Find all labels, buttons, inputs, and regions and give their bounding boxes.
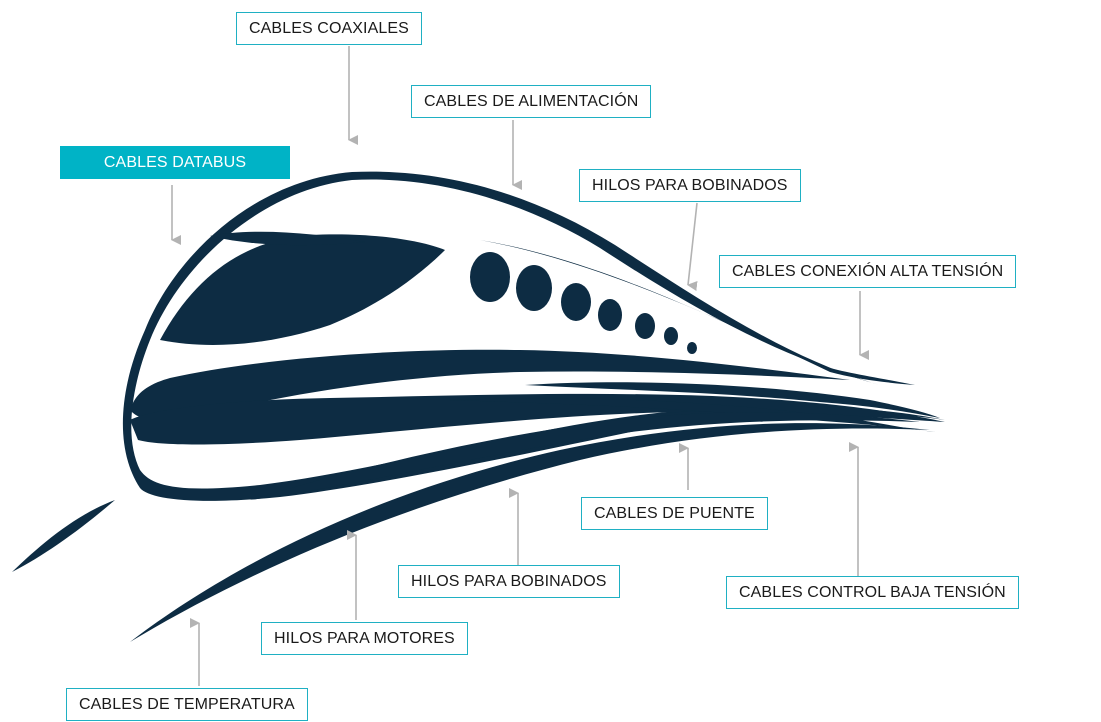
window-2	[516, 265, 552, 311]
window-6	[664, 327, 678, 345]
arrow-bobinados-top	[687, 202, 698, 291]
train-middle-band	[130, 349, 850, 422]
train-top-streak	[210, 231, 365, 246]
window-4	[598, 299, 622, 331]
swoosh-bottom	[130, 423, 930, 642]
swoosh-upper-2	[525, 382, 940, 418]
label-cables-databus[interactable]: CABLES DATABUS	[60, 146, 290, 179]
train-body	[12, 171, 946, 642]
label-cables-puente[interactable]: CABLES DE PUENTE	[581, 497, 768, 530]
label-cables-control-baja[interactable]: CABLES CONTROL BAJA TENSIÓN	[726, 576, 1019, 609]
label-hilos-bobinados-bottom[interactable]: HILOS PARA BOBINADOS	[398, 565, 620, 598]
swoosh-mid	[250, 412, 920, 500]
label-cables-coaxiales[interactable]: CABLES COAXIALES	[236, 12, 422, 45]
label-cables-conexion-alta[interactable]: CABLES CONEXIÓN ALTA TENSIÓN	[719, 255, 1017, 288]
label-hilos-bobinados-top[interactable]: HILOS PARA BOBINADOS	[579, 169, 801, 202]
label-cables-alimentacion[interactable]: CABLES DE ALIMENTACIÓN	[411, 85, 652, 118]
swoosh-upper-3	[450, 398, 935, 432]
swoosh-front-lower	[12, 500, 115, 572]
window-5	[635, 313, 655, 339]
pointer-arrows	[171, 46, 869, 686]
train-windshield	[160, 234, 445, 345]
label-hilos-motores[interactable]: HILOS PARA MOTORES	[261, 622, 468, 655]
window-3	[561, 283, 591, 321]
label-cables-temperatura[interactable]: CABLES DE TEMPERATURA	[66, 688, 308, 721]
window-7	[687, 342, 697, 354]
window-1	[470, 252, 510, 302]
